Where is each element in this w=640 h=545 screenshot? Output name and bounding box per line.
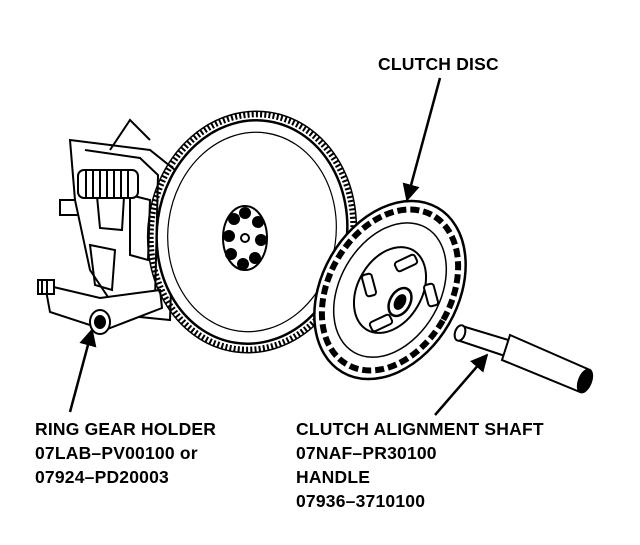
alignment-shaft-part-1: 07NAF–PR30100 <box>296 443 437 463</box>
threaded-stud <box>77 169 139 199</box>
label-ring-gear-holder: RING GEAR HOLDER 07LAB–PV00100 or 07924–… <box>35 417 216 489</box>
ring-gear-holder-part-1: 07LAB–PV00100 or <box>35 443 198 463</box>
flywheel-bolt-pattern <box>223 207 267 270</box>
clutch-disc-title: CLUTCH DISC <box>378 54 499 74</box>
alignment-shaft-title: CLUTCH ALIGNMENT SHAFT <box>296 419 544 439</box>
ring-gear-holder-tool <box>37 279 164 335</box>
arrow-alignment-shaft <box>434 353 489 416</box>
label-alignment-shaft: CLUTCH ALIGNMENT SHAFT 07NAF–PR30100 HAN… <box>296 417 544 513</box>
clutch-disc <box>313 199 467 381</box>
leader-arrows <box>68 77 489 416</box>
clutch-disc-damper-springs <box>360 253 440 333</box>
ring-gear-holder-title: RING GEAR HOLDER <box>35 419 217 439</box>
handle-part: 07936–3710100 <box>296 491 426 511</box>
arrow-ring-gear-holder <box>68 328 97 413</box>
clutch-alignment-shaft <box>453 324 594 394</box>
arrow-clutch-disc <box>402 77 442 202</box>
ring-gear-holder-part-2: 07924–PD20003 <box>35 467 169 487</box>
handle-title: HANDLE <box>296 467 371 487</box>
label-clutch-disc: CLUTCH DISC <box>378 52 499 76</box>
